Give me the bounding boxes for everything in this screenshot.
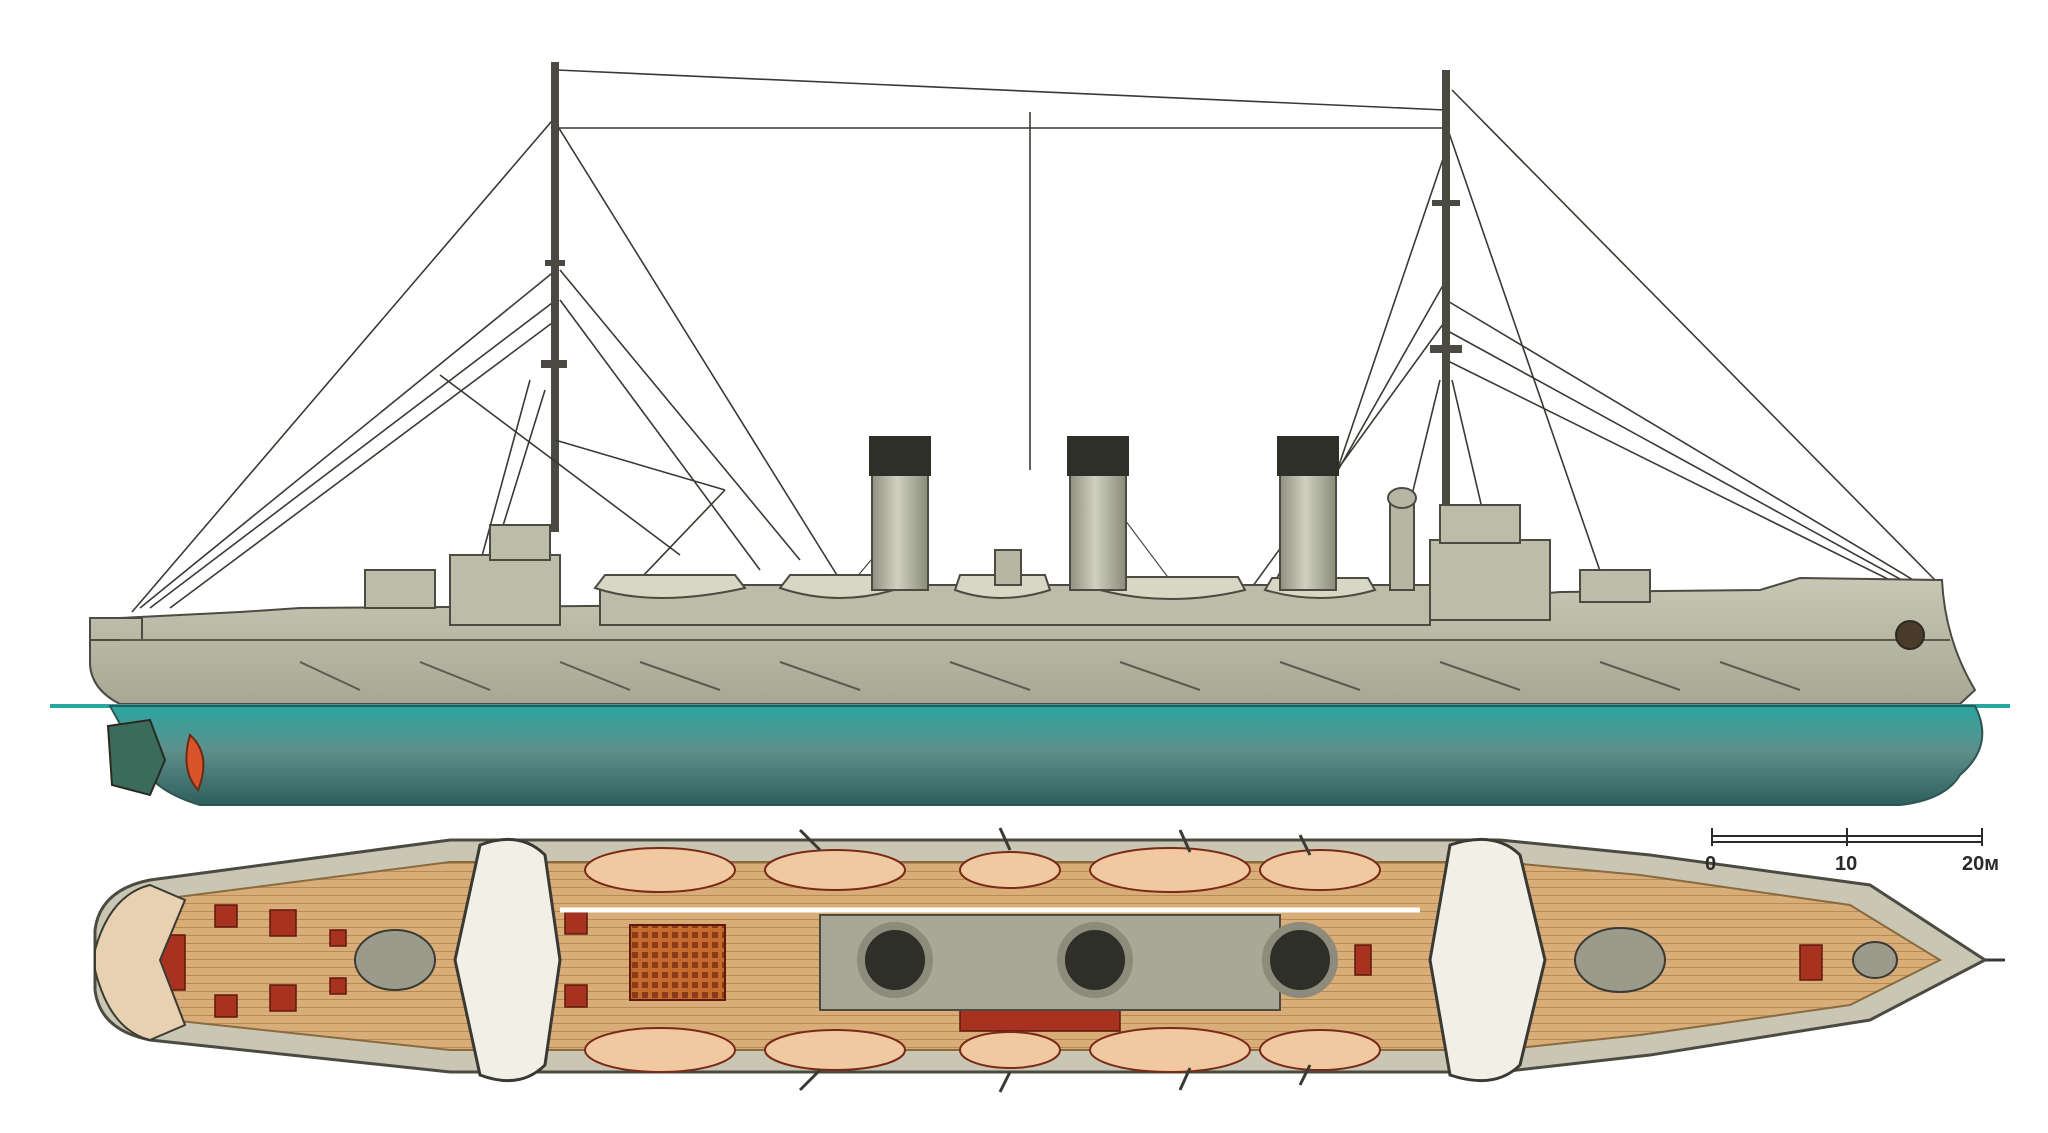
gun-turret-icon xyxy=(1852,941,1898,979)
lifeboat-icon xyxy=(1259,1029,1381,1071)
lifeboat-icon xyxy=(764,1029,906,1071)
lifeboat-icon xyxy=(1089,1027,1251,1073)
lifeboat-icon xyxy=(1259,849,1381,891)
side-lifeboats xyxy=(593,574,1377,600)
lifeboat-icon xyxy=(953,574,1052,599)
lifeboat-icon xyxy=(584,847,736,893)
lifeboat-icon xyxy=(1089,847,1251,893)
anchor-icon xyxy=(1895,620,1925,650)
plan-gun-barrels xyxy=(798,827,2005,1093)
ventilators xyxy=(994,487,1417,591)
stern-structure xyxy=(94,883,187,1042)
plan-lifeboats xyxy=(584,847,1381,1073)
scale-tick-20: 20м xyxy=(1962,853,1999,875)
lifeboat-icon xyxy=(764,849,906,891)
funnel-icon xyxy=(1262,922,1338,998)
funnel-icon xyxy=(1057,922,1133,998)
plan-bridges xyxy=(453,837,1547,1083)
hull-lower xyxy=(108,705,1984,806)
propeller xyxy=(185,733,205,792)
scale-tick-10: 10 xyxy=(1835,853,1857,875)
scale-tick-0: 0 xyxy=(1705,853,1716,875)
rigging xyxy=(131,69,1936,613)
gun-turret-icon xyxy=(354,929,436,991)
plan-funnels xyxy=(560,907,1420,1011)
scale-bar: 0 10 20м xyxy=(1705,828,1999,875)
plan-guns xyxy=(354,927,1898,993)
gun-turret-icon xyxy=(1574,927,1666,993)
deck-plan xyxy=(93,827,2005,1093)
funnels xyxy=(869,436,1339,591)
side-profile xyxy=(50,62,2010,806)
engine-grate xyxy=(629,924,726,1001)
rudder xyxy=(106,718,167,797)
lifeboat-icon xyxy=(959,851,1061,889)
lifeboat-icon xyxy=(584,1027,736,1073)
lifeboat-icon xyxy=(959,1031,1061,1069)
lifeboat-icon xyxy=(593,574,747,599)
lifeboat-icon xyxy=(1098,576,1247,600)
hull-details xyxy=(120,639,1950,691)
funnel-icon xyxy=(857,922,933,998)
